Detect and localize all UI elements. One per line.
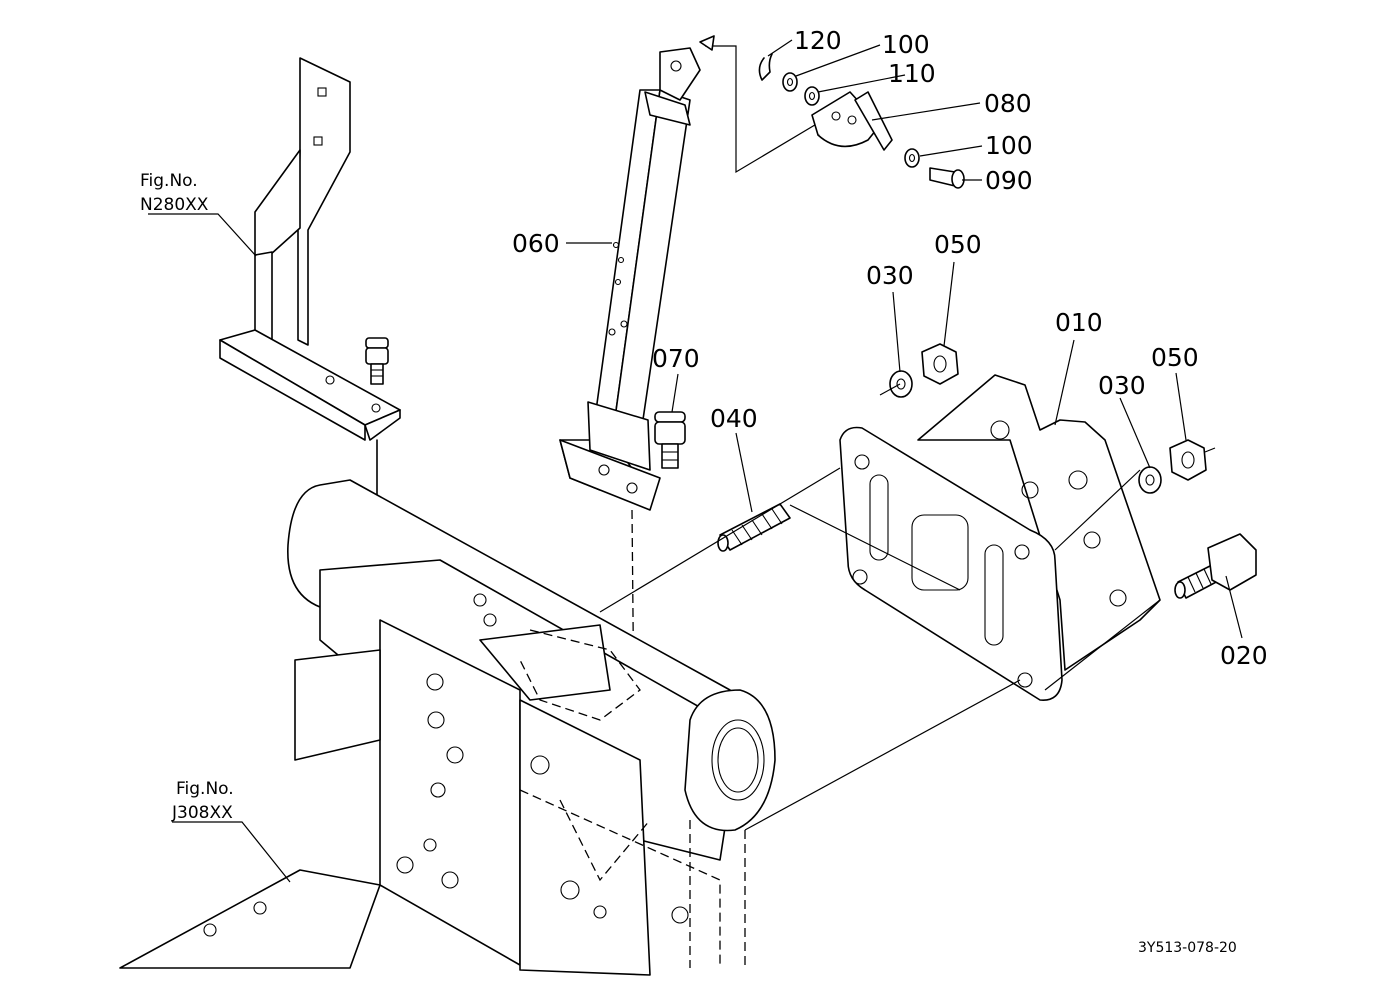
cover-bolt: [1174, 533, 1257, 599]
spring-washer-left: [889, 370, 913, 398]
fig-ref-top-number: N280XX: [140, 195, 209, 215]
stud-assembly-line: [599, 467, 841, 613]
callout-040: 040: [710, 404, 758, 433]
callout-120: 120: [794, 26, 842, 55]
callout-110: 110: [888, 59, 936, 88]
callout-050-right: 050: [1151, 343, 1199, 372]
valve-cover: [839, 374, 1161, 701]
callout-080: 080: [984, 89, 1032, 118]
washer-bottom: [904, 148, 920, 168]
support-bracket: [219, 57, 401, 441]
lever-bolt: [654, 411, 686, 469]
washer-top: [782, 72, 798, 92]
callout-100-bottom: 100: [985, 131, 1033, 160]
fig-ref-bottom-number: J308XX: [171, 803, 233, 823]
document-id: 3Y513-078-20: [1138, 940, 1237, 956]
hex-nut-right: [1169, 439, 1207, 481]
fig-ref-top-label: Fig.No.: [140, 171, 198, 191]
fig-ref-bottom-label: Fig.No.: [176, 779, 234, 799]
callout-050-left: 050: [934, 230, 982, 259]
spring-washer-right: [1138, 466, 1162, 494]
callout-100-top: 100: [882, 30, 930, 59]
gasket-dashed-outline: [519, 629, 641, 721]
hair-pin: [758, 53, 773, 81]
callout-010: 010: [1055, 308, 1103, 337]
clevis-pin: [929, 167, 965, 189]
callout-030-right: 030: [1098, 371, 1146, 400]
callout-030-left: 030: [866, 261, 914, 290]
hex-nut-left: [921, 343, 959, 385]
assembly-bracket-line: [705, 45, 841, 174]
spring-washer: [804, 86, 820, 106]
linkage-clevis: [811, 91, 893, 151]
lever-arm: [559, 47, 701, 511]
stud-bolt: [717, 503, 791, 552]
callout-090: 090: [985, 166, 1033, 195]
bracket-bolt: [365, 337, 389, 385]
leader-lines: [148, 39, 1243, 883]
callout-060: 060: [512, 229, 560, 258]
hydraulic-housing: [119, 479, 776, 976]
assembly-arrow: [699, 35, 715, 51]
callout-020: 020: [1220, 641, 1268, 670]
callout-070: 070: [652, 344, 700, 373]
